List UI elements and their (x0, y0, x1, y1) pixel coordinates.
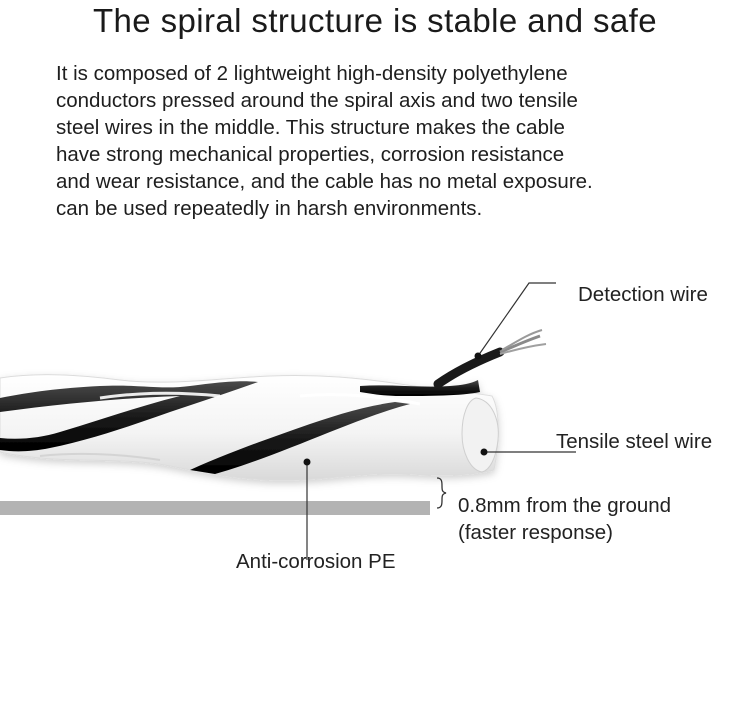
anti-corrosion-marker (303, 458, 311, 466)
detection-wire-label: Detection wire (578, 283, 708, 306)
detection-wire (433, 329, 547, 389)
ground-distance-brace (436, 477, 447, 509)
description-line: steel wires in the middle. This structur… (56, 116, 565, 139)
detection-wire-marker (474, 352, 482, 360)
ground-distance-note: (faster response) (458, 521, 613, 544)
description: It is composed of 2 lightweight high-den… (56, 60, 736, 222)
ground-bar (0, 501, 430, 515)
black-conductor (190, 402, 410, 474)
description-line: have strong mechanical properties, corro… (56, 143, 565, 166)
description-line: It is composed of 2 lightweight high-den… (56, 62, 568, 85)
detection-wire-leader (477, 282, 556, 357)
cable (0, 374, 499, 481)
description-line: and wear resistance, and the cable has n… (56, 170, 593, 193)
tensile-steel-wire-label: Tensile steel wire (556, 430, 713, 453)
black-conductor (360, 380, 480, 396)
tensile-steel-wire-marker (480, 448, 488, 456)
page-title: The spiral structure is stable and safe (92, 2, 658, 39)
ground-distance-label: 0.8mm from the ground (458, 494, 672, 517)
description-line: can be used repeatedly in harsh environm… (56, 197, 483, 220)
description-line: conductors pressed around the spiral axi… (56, 89, 578, 112)
black-conductor (0, 381, 258, 452)
anti-corrosion-label: Anti-corrosion PE (236, 550, 396, 573)
